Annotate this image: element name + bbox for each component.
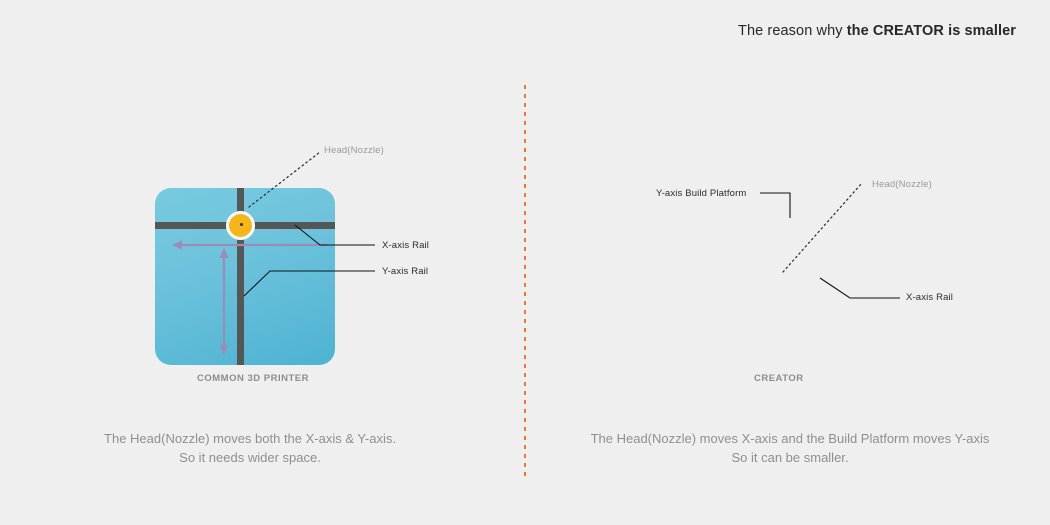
- left-x-axis-label: X-axis Rail: [382, 240, 430, 251]
- left-y-axis-label: Y-axis Rail: [382, 266, 429, 277]
- left-description: The Head(Nozzle) moves both the X-axis &…: [0, 429, 500, 467]
- right-description-line-1: The Head(Nozzle) moves X-axis and the Bu…: [590, 431, 990, 446]
- common-3d-printer-diagram: [155, 188, 335, 365]
- right-x-axis-label: X-axis Rail: [906, 292, 954, 303]
- right-panel: CREATOR: [524, 0, 1050, 525]
- left-head-label: Head(Nozzle): [324, 145, 384, 156]
- vertical-dashed-divider: [524, 85, 526, 477]
- left-machine-caption: COMMON 3D PRINTER: [197, 373, 309, 384]
- right-description-line-2: So it can be smaller.: [731, 450, 849, 465]
- page-title: The reason why the CREATOR is smaller: [738, 23, 1016, 39]
- nozzle-tip-dot: [240, 223, 243, 226]
- left-description-line-1: The Head(Nozzle) moves both the X-axis &…: [104, 431, 396, 446]
- y-axis-motion-arrow: [219, 248, 229, 355]
- right-platform-label: Y-axis Build Platform: [656, 188, 747, 199]
- right-machine-caption: CREATOR: [754, 373, 804, 384]
- y-axis-rail-bar: [237, 188, 244, 365]
- right-head-label: Head(Nozzle): [872, 179, 932, 190]
- left-description-line-2: So it needs wider space.: [179, 450, 321, 465]
- x-axis-motion-arrow: [172, 240, 327, 250]
- right-description: The Head(Nozzle) moves X-axis and the Bu…: [540, 429, 1040, 467]
- page-title-bold: the CREATOR is smaller: [846, 23, 1016, 39]
- nozzle-head: [226, 211, 255, 240]
- page-title-plain: The reason why: [738, 23, 847, 39]
